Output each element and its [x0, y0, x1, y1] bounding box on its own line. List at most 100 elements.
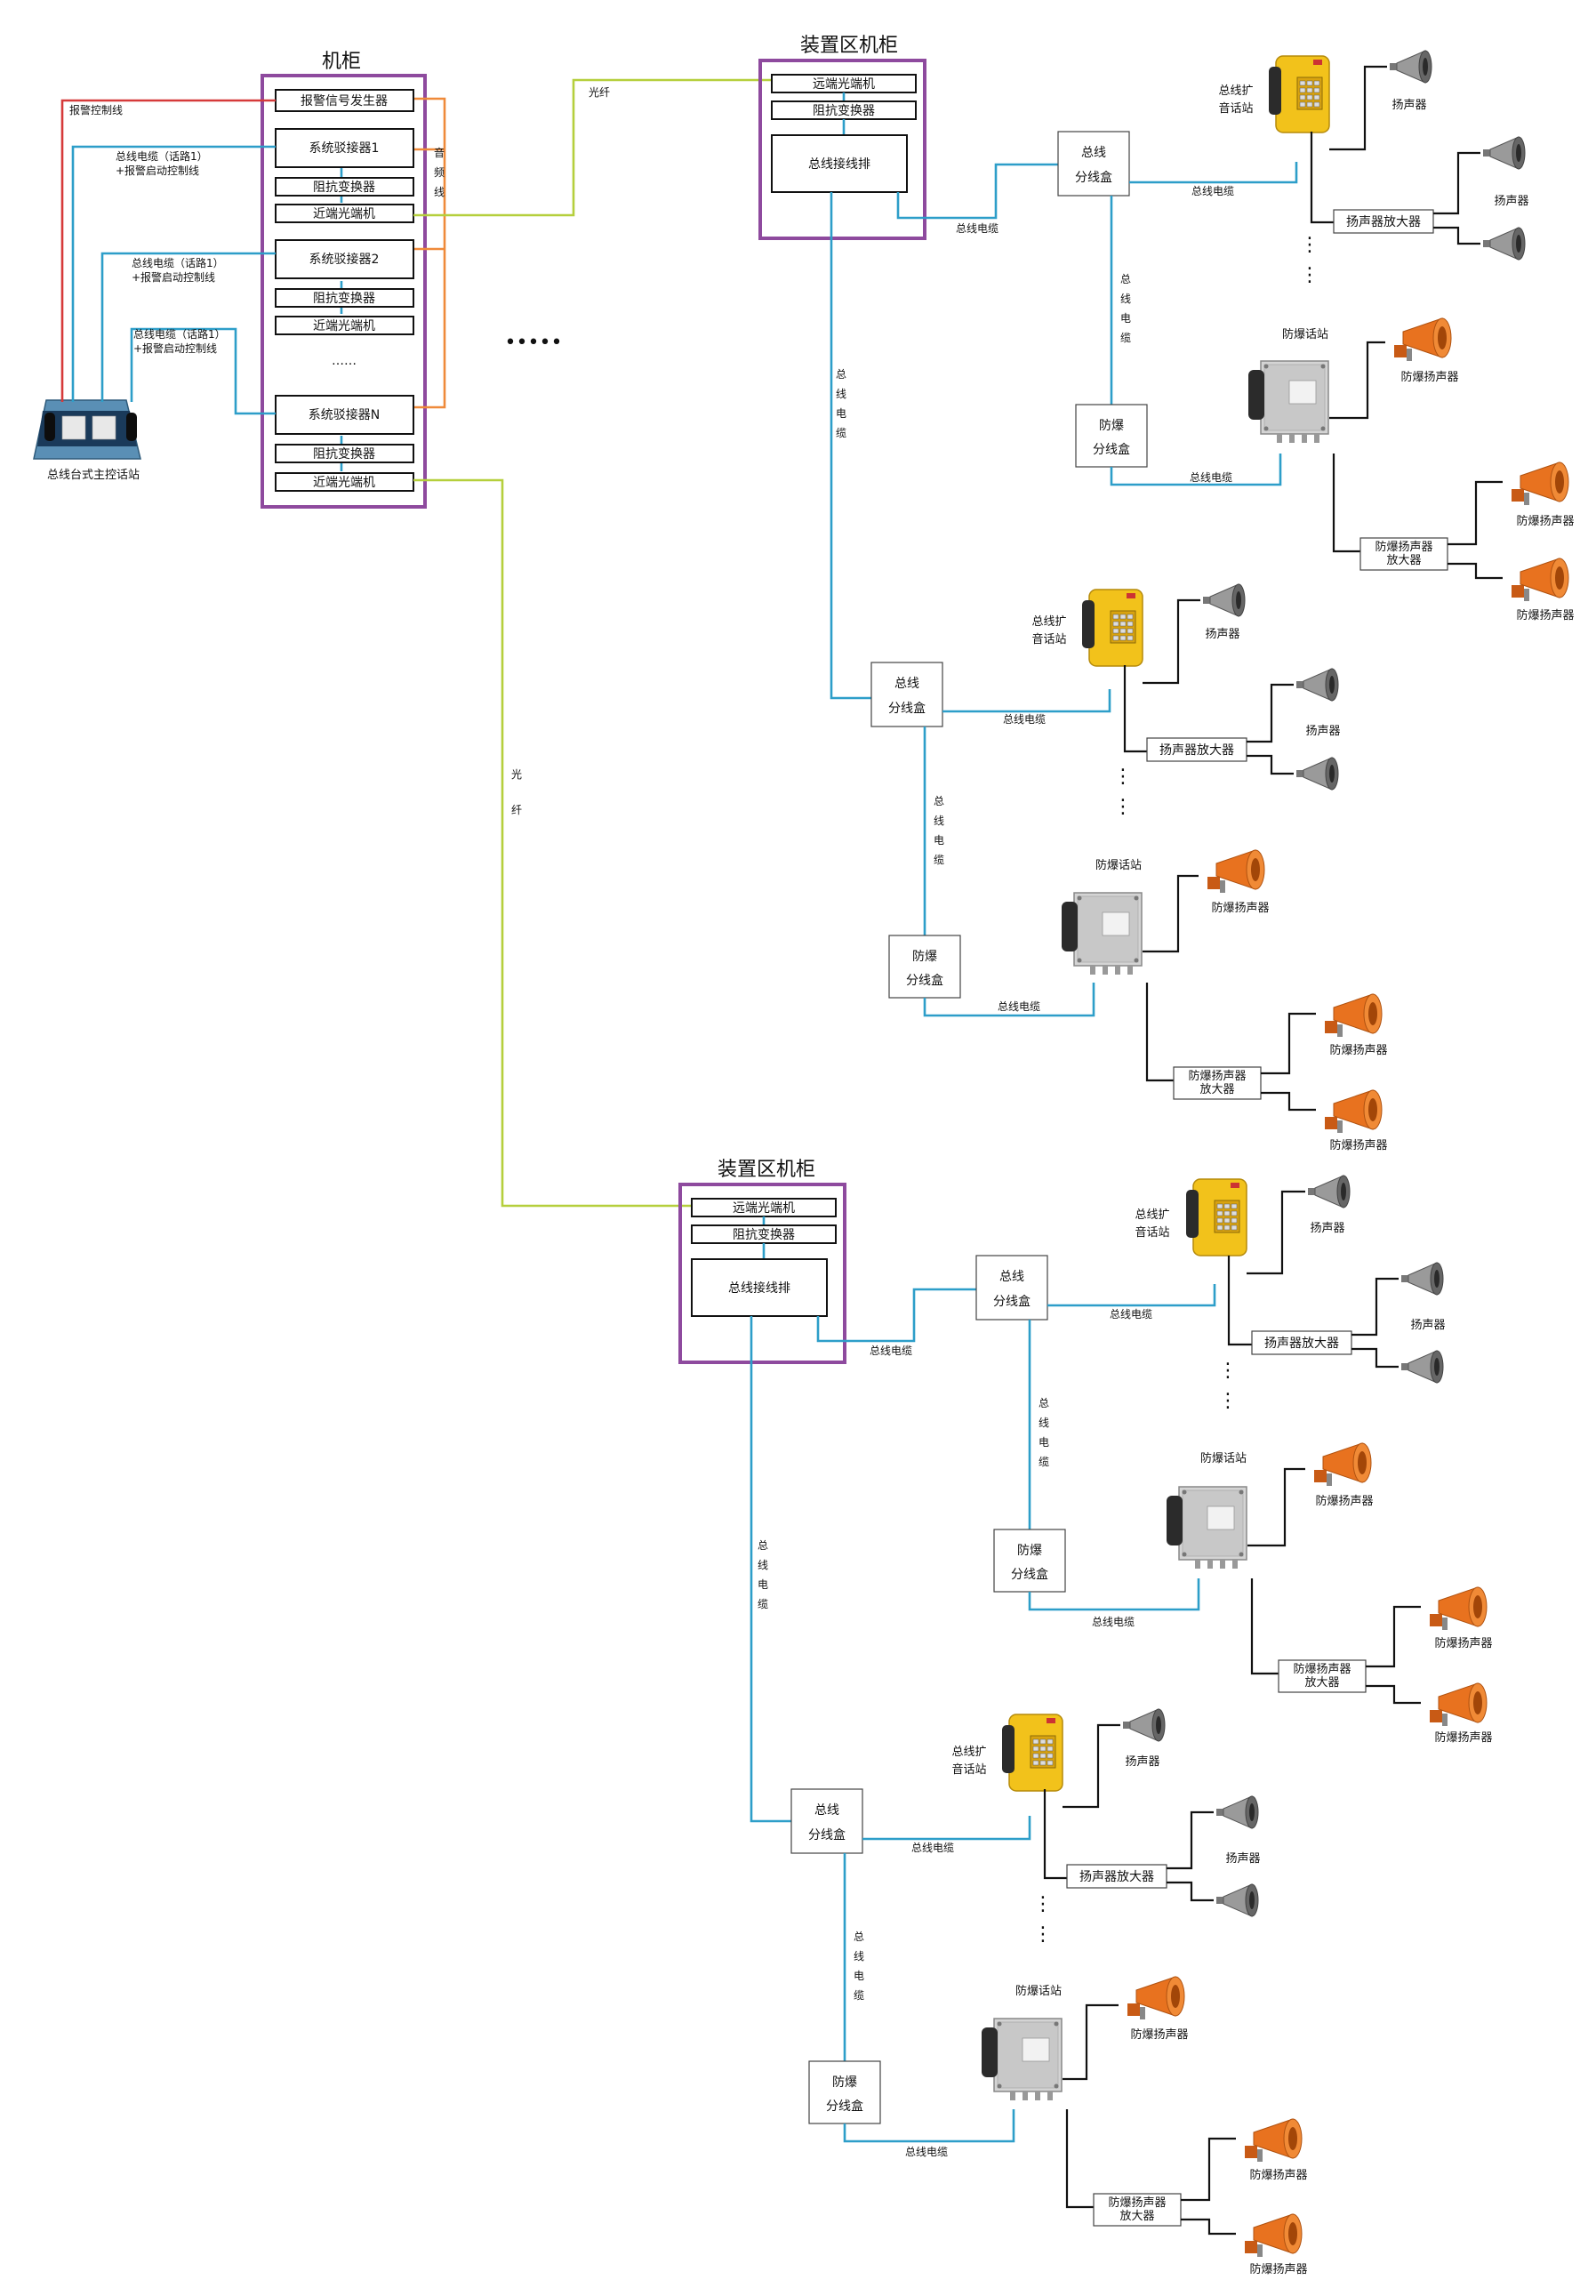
- area-cabinet-2: [678, 1183, 846, 1364]
- svg-text:近端光端机: 近端光端机: [313, 476, 375, 490]
- svg-text:⋮: ⋮: [1033, 1893, 1053, 1915]
- svg-text:防爆: 防爆: [912, 950, 937, 964]
- bus-cable-feeder-1: [71, 145, 276, 402]
- svg-text:防爆话站: 防爆话站: [1095, 858, 1142, 872]
- explosion-proof-phone-icon: [981, 2018, 1063, 2101]
- svg-text:分线盒: 分线盒: [826, 2099, 863, 2114]
- svg-text:近端光端机: 近端光端机: [313, 319, 375, 333]
- svg-text:总线扩: 总线扩: [951, 1746, 986, 1759]
- vertical-ellipsis: ⋮: [1300, 234, 1319, 256]
- svg-text:防爆话站: 防爆话站: [1015, 1984, 1062, 1998]
- svg-text:总线电缆（话路1）: 总线电缆（话路1）: [133, 327, 226, 341]
- main-cabinet: [261, 74, 427, 509]
- ex-speaker-amplifier: [1173, 1066, 1262, 1100]
- svg-text:音话站: 音话站: [1031, 632, 1066, 646]
- svg-text:防爆: 防爆: [832, 2075, 857, 2090]
- bus-cable: [862, 1816, 1031, 1841]
- bus-cable: [750, 1316, 791, 1823]
- explosion-proof-phone-icon: [1166, 1486, 1247, 1569]
- svg-text:扬声器: 扬声器: [1225, 1852, 1260, 1866]
- svg-text:+报警启动控制线: +报警启动控制线: [132, 270, 215, 284]
- svg-text:扬声器放大器: 扬声器放大器: [1264, 1337, 1339, 1351]
- near-end-optical-n: [275, 472, 414, 492]
- paging-station-icon: [1001, 1714, 1063, 1792]
- fiber-to-area-1: [413, 78, 774, 217]
- svg-text:缆: 缆: [1039, 1456, 1049, 1468]
- audio-line: [413, 97, 446, 409]
- svg-text:总: 总: [854, 1931, 864, 1943]
- svg-text:总线: 总线: [1081, 146, 1106, 160]
- svg-text:音话站: 音话站: [951, 1762, 986, 1777]
- svg-text:防爆: 防爆: [1099, 419, 1124, 433]
- svg-text:阻抗变换器: 阻抗变换器: [813, 103, 875, 118]
- svg-text:防爆扬声器: 防爆扬声器: [1329, 1138, 1387, 1152]
- svg-text:音话站: 音话站: [1218, 101, 1253, 116]
- svg-text:⋮: ⋮: [1113, 796, 1133, 818]
- explosion-proof-horn-icon: [1429, 1586, 1488, 1631]
- paging-station-icon: [1081, 589, 1143, 667]
- bus-cable: [896, 163, 1058, 220]
- speaker-amplifier: [1333, 209, 1434, 234]
- audio-line-char-2: 频: [434, 166, 445, 179]
- svg-text:防爆话站: 防爆话站: [1282, 327, 1328, 341]
- svg-text:总线电缆: 总线电缆: [1092, 1616, 1135, 1628]
- svg-text:+报警启动控制线: +报警启动控制线: [133, 341, 217, 355]
- bus-cable: [923, 983, 1095, 1017]
- explosion-proof-horn-icon: [1429, 1682, 1488, 1727]
- impedance-converter-2: [275, 288, 414, 308]
- horn-speaker-icon: [1215, 1795, 1259, 1829]
- svg-text:总线扩: 总线扩: [1218, 84, 1253, 98]
- svg-text:防爆: 防爆: [1017, 1544, 1042, 1558]
- bus-cable: [830, 192, 871, 700]
- area-cabinet-1: [758, 59, 926, 240]
- svg-text:远端光端机: 远端光端机: [813, 77, 875, 92]
- system-adapter-2: [275, 239, 414, 279]
- horn-speaker-icon: [1482, 227, 1526, 261]
- svg-text:电: 电: [934, 834, 944, 847]
- bus-junction-box: [790, 1788, 863, 1854]
- svg-text:放大器: 放大器: [1304, 1676, 1339, 1690]
- svg-text:防爆扬声器: 防爆扬声器: [1249, 2262, 1307, 2276]
- bus-cable: [1028, 1578, 1200, 1611]
- fiber-label-top: 光纤: [589, 86, 610, 99]
- explosion-proof-horn-icon: [1511, 462, 1569, 506]
- svg-text:扬声器: 扬声器: [1125, 1755, 1159, 1769]
- svg-text:总线接线排: 总线接线排: [728, 1280, 790, 1296]
- svg-text:防爆扬声器: 防爆扬声器: [1249, 2168, 1307, 2182]
- svg-text:总线电缆: 总线电缆: [998, 1000, 1040, 1013]
- system-adapter-1: [275, 128, 414, 168]
- svg-text:缆: 缆: [836, 427, 846, 439]
- svg-text:总线: 总线: [814, 1803, 839, 1818]
- paging-station-icon: [1268, 55, 1330, 133]
- horn-speaker-icon: [1400, 1262, 1444, 1296]
- main-cabinet-title: 机柜: [322, 51, 361, 73]
- bus-terminal-block: [771, 134, 908, 193]
- svg-text:扬声器放大器: 扬声器放大器: [1159, 743, 1234, 758]
- svg-text:放大器: 放大器: [1199, 1083, 1234, 1096]
- svg-text:电: 电: [1039, 1436, 1049, 1449]
- bus-junction-box: [1057, 131, 1130, 197]
- area-2: 装置区机柜 远端光端机 阻抗变换器 总线接线排 总线电缆 总 线 电 缆 总线 …: [678, 1159, 1493, 2276]
- svg-text:电: 电: [836, 407, 846, 420]
- console-label: 总线台式主控话站: [47, 469, 140, 482]
- svg-text:报警信号发生器: 报警信号发生器: [301, 94, 388, 108]
- explosion-proof-horn-icon: [1207, 849, 1265, 894]
- svg-text:总线: 总线: [999, 1270, 1024, 1284]
- svg-text:总线: 总线: [894, 677, 919, 691]
- svg-text:扬声器: 扬声器: [1305, 725, 1340, 738]
- svg-text:⋮: ⋮: [1218, 1360, 1238, 1382]
- svg-text:防爆扬声器: 防爆扬声器: [1434, 1730, 1492, 1745]
- system-adapter-n: [275, 395, 414, 435]
- impedance-converter-1: [275, 177, 414, 197]
- svg-text:防爆扬声器: 防爆扬声器: [1293, 1662, 1351, 1676]
- ex-speaker-amplifier: [1359, 537, 1448, 571]
- svg-text:总线电缆: 总线电缆: [911, 1842, 954, 1854]
- svg-text:线: 线: [1120, 293, 1131, 305]
- speaker-amplifier: [1251, 1330, 1352, 1355]
- audio-line-char-3: 线: [434, 186, 445, 198]
- horn-speaker-icon: [1389, 50, 1432, 84]
- svg-text:缆: 缆: [854, 1989, 864, 2002]
- bus-junction-box: [975, 1255, 1048, 1321]
- horn-speaker-icon: [1122, 1708, 1166, 1742]
